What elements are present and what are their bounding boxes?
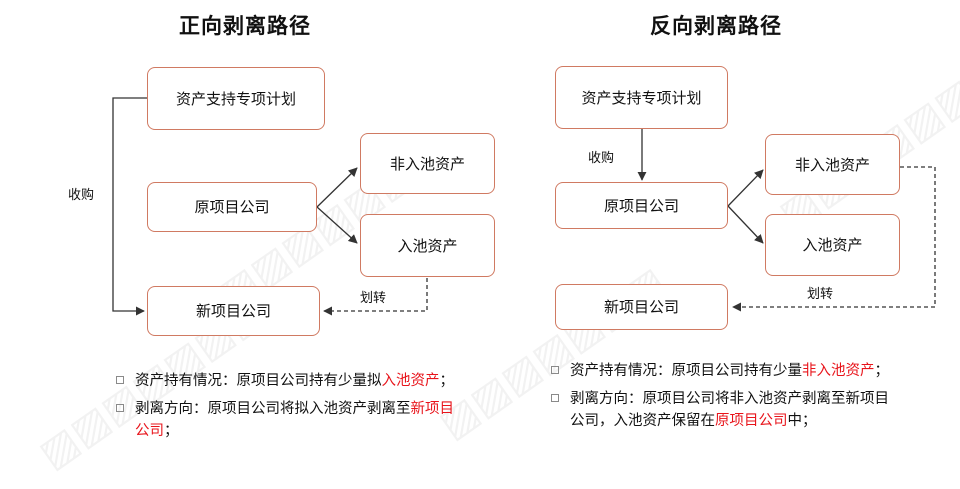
left-acquire-line: [112, 97, 147, 316]
right-arrow-non-pool: [727, 169, 764, 207]
left-title: 正向剥离路径: [179, 14, 311, 38]
left-transfer-line: [323, 278, 428, 316]
right-box-original-company: 原项目公司: [555, 182, 728, 229]
right-box-new-company: 新项目公司: [555, 284, 728, 330]
left-label-acquire: 收购: [68, 188, 95, 203]
right-label-acquire: 收购: [588, 151, 615, 166]
bullet-square-icon: [551, 394, 559, 402]
left-box-non-pool-assets: 非入池资产: [360, 133, 495, 194]
left-note-highlight: 入池资产: [381, 373, 440, 389]
right-box-pool-assets: 入池资产: [765, 214, 900, 276]
left-note-highlight: 新项目公司: [135, 401, 454, 439]
right-arrow-pool: [727, 205, 764, 244]
bullet-square-icon: [116, 376, 124, 384]
right-note-direction: 剥离方向：原项目公司将非入池资产剥离至新项目公司，入池资产保留在原项目公司中；: [550, 388, 900, 432]
right-transfer-line: [732, 166, 936, 312]
left-box-pool-assets: 入池资产: [360, 214, 495, 277]
left-box-original-company: 原项目公司: [147, 182, 317, 232]
left-box-spv: 资产支持专项计划: [147, 67, 325, 130]
right-note-highlight: 非入池资产: [802, 363, 875, 379]
left-arrow-pool: [316, 206, 358, 244]
left-arrow-non-pool: [316, 167, 358, 208]
left-box-new-company: 新项目公司: [147, 286, 320, 336]
right-box-non-pool-assets: 非入池资产: [765, 134, 900, 195]
right-label-transfer: 划转: [807, 287, 834, 302]
left-note-holding: 资产持有情况：原项目公司持有少量拟入池资产；: [115, 370, 465, 392]
right-box-spv: 资产支持专项计划: [555, 66, 728, 129]
left-label-transfer: 划转: [360, 291, 387, 306]
left-notes: 资产持有情况：原项目公司持有少量拟入池资产； 剥离方向：原项目公司将拟入池资产剥…: [115, 370, 465, 448]
left-note-direction: 剥离方向：原项目公司将拟入池资产剥离至新项目公司；: [115, 398, 465, 442]
right-note-holding: 资产持有情况：原项目公司持有少量非入池资产；: [550, 360, 900, 382]
bullet-square-icon: [116, 404, 124, 412]
right-notes: 资产持有情况：原项目公司持有少量非入池资产； 剥离方向：原项目公司将非入池资产剥…: [550, 360, 900, 438]
bullet-square-icon: [551, 366, 559, 374]
right-note-highlight: 原项目公司: [715, 413, 788, 429]
right-title: 反向剥离路径: [650, 14, 782, 38]
